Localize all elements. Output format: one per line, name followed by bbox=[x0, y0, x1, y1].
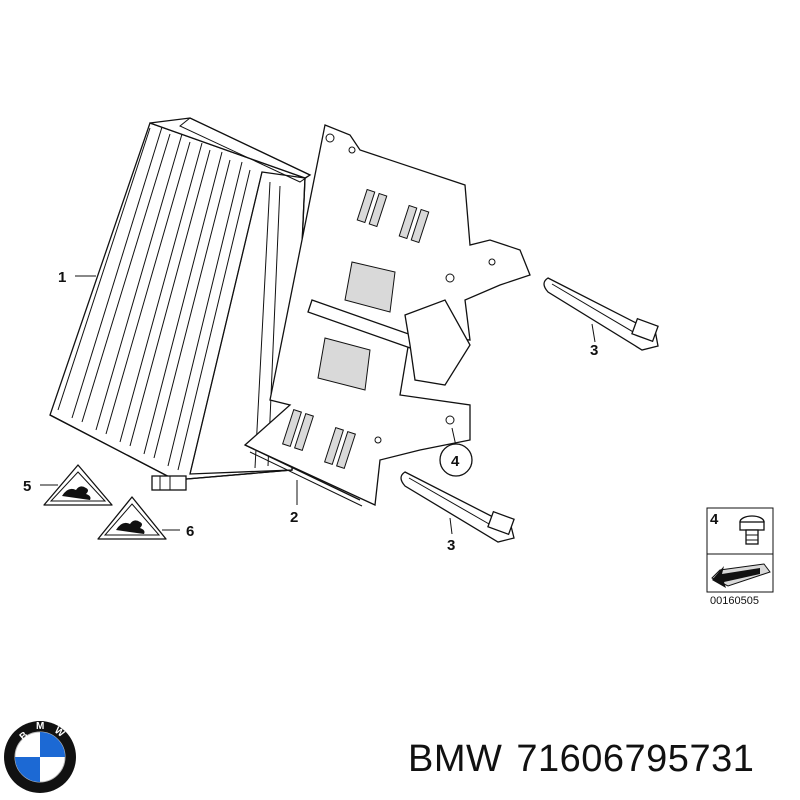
warning-label-5 bbox=[43, 464, 113, 506]
arrow-icon bbox=[711, 563, 771, 588]
callout-6: 6 bbox=[186, 523, 194, 540]
rail-upper bbox=[543, 277, 659, 351]
legend-item-number: 4 bbox=[710, 511, 719, 528]
fastener-legend: 4 00160505 bbox=[706, 507, 774, 607]
rail-lower bbox=[400, 471, 515, 543]
svg-text:M: M bbox=[36, 721, 44, 732]
callout-2: 2 bbox=[290, 509, 298, 526]
callout-1: 1 bbox=[58, 269, 66, 286]
callout-3-lower: 3 bbox=[447, 537, 455, 554]
amplifier-unit bbox=[49, 117, 312, 491]
bolt-icon bbox=[739, 515, 765, 545]
part-number-caption: BMW 71606795731 bbox=[408, 738, 768, 781]
mounting-bracket bbox=[243, 124, 531, 507]
warning-label-6 bbox=[97, 496, 167, 540]
callout-4-circle bbox=[439, 443, 473, 477]
callout-3-upper: 3 bbox=[590, 342, 598, 359]
callout-5: 5 bbox=[23, 478, 31, 495]
callout-4: 4 bbox=[451, 453, 460, 470]
part-number: 71606795731 bbox=[516, 738, 755, 780]
diagram-code: 00160505 bbox=[710, 595, 759, 607]
brand-name: BMW bbox=[408, 738, 503, 780]
bmw-logo: B M W bbox=[4, 721, 76, 793]
